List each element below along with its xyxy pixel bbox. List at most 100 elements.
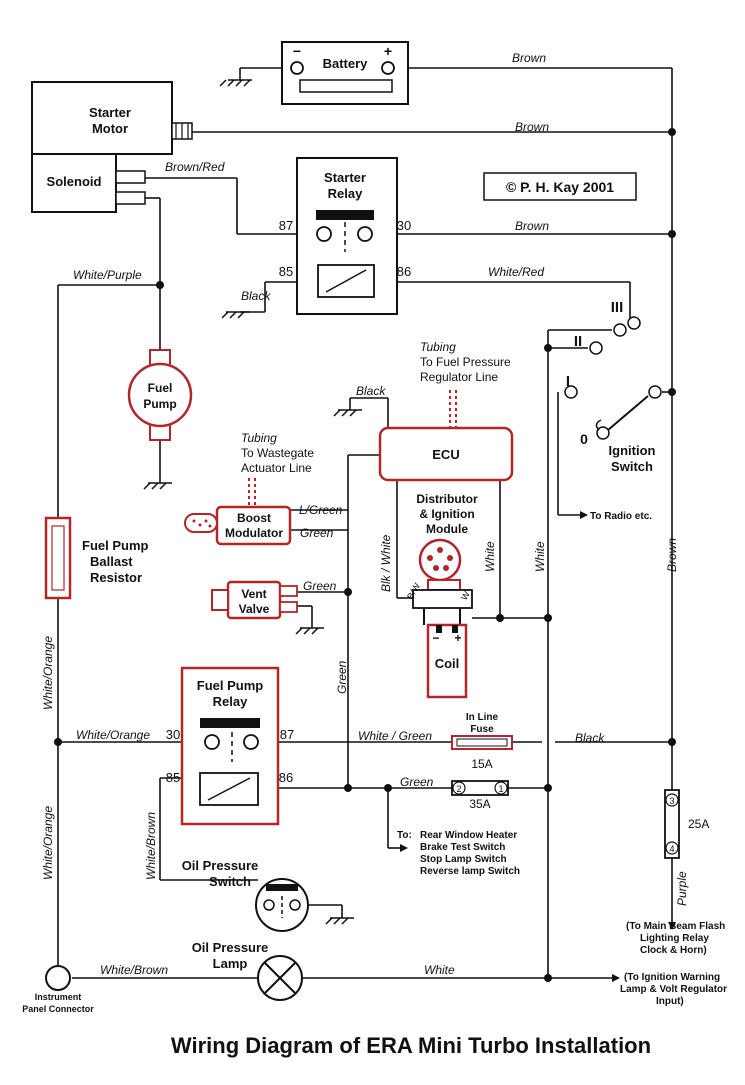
oil-pressure-lamp: Oil Pressure Lamp (192, 940, 303, 1001)
wire-brown-relay: Brown (515, 219, 549, 233)
tubing-fpr-3: Regulator Line (420, 370, 498, 384)
note-to-3: Stop Lamp Switch (420, 854, 507, 865)
wire-labels: Brown Brown Brown/Red Brown White/Red Bl… (41, 51, 689, 977)
wires (57, 67, 673, 979)
wire-black-ecu: Black (356, 384, 386, 398)
starter-motor-label-2: Motor (92, 121, 128, 136)
inline-fuse-label-1: In Line (466, 712, 499, 723)
ecu: ECU (378, 390, 514, 482)
note-main-beam-3: Clock & Horn) (640, 945, 707, 956)
wire-green-boost: Green (300, 526, 334, 540)
fuse25-pin-3: 3 (669, 796, 674, 806)
inline-fuse-label-2: Fuse (470, 724, 494, 735)
wire-white-red: White/Red (488, 265, 544, 279)
note-to-2: Brake Test Switch (420, 842, 505, 853)
solenoid-label: Solenoid (47, 174, 102, 189)
note-radio: To Radio etc. (590, 511, 652, 522)
starter-relay-label-2: Relay (328, 186, 363, 201)
notes: Tubing To Fuel Pressure Regulator Line T… (241, 340, 727, 1007)
distributor-label-2: & Ignition (419, 507, 474, 521)
fpr-label-2: Relay (213, 694, 248, 709)
ign-pos-II: II (574, 333, 582, 350)
starter-motor-label-1: Starter (89, 105, 131, 120)
fuel-pump-label-2: Pump (143, 397, 176, 411)
wire-blk-white: Blk / White (379, 534, 393, 592)
inline-fuse-rating: 15A (471, 757, 492, 771)
ignition-switch: III II I 0 Ignition Switch (564, 299, 662, 474)
ground-symbols (143, 79, 362, 925)
wire-white-dist: White (483, 541, 497, 572)
ign-label-2: Switch (611, 459, 653, 474)
battery-minus: − (293, 43, 301, 59)
fuse-25a: 3 4 25A (664, 789, 709, 859)
ecu-label: ECU (432, 447, 459, 462)
note-ign-warn-3: Input) (656, 996, 684, 1007)
note-to: To: (397, 830, 412, 841)
fuel-pump-relay: Fuel Pump Relay 30 87 85 86 (166, 666, 294, 826)
note-to-4: Reverse lamp Switch (420, 866, 520, 877)
ops-label-1: Oil Pressure (182, 858, 259, 873)
battery-label: Battery (323, 56, 369, 71)
wire-black-right: Black (575, 731, 605, 745)
ops-label-2: Switch (209, 874, 251, 889)
wire-white-brown-vertical: White/Brown (144, 812, 158, 880)
vent-label-1: Vent (241, 587, 266, 601)
fuse25-pin-4: 4 (669, 844, 674, 854)
fpr-pin-86: 86 (279, 770, 293, 785)
note-main-beam-2: Lighting Relay (640, 933, 709, 944)
ballast-label-1: Fuel Pump (82, 538, 149, 553)
tubing-wg-3: Actuator Line (241, 461, 312, 475)
note-ign-warn-2: Lamp & Volt Regulator (620, 984, 727, 995)
tubing-fpr-1: Tubing (420, 340, 456, 354)
wire-brown-starter: Brown (515, 120, 549, 134)
note-ign-warn-1: (To Ignition Warning (624, 972, 720, 983)
wire-green-vent: Green (303, 579, 337, 593)
tubing-fpr-2: To Fuel Pressure (420, 355, 511, 369)
diagram-title: Wiring Diagram of ERA Mini Turbo Install… (171, 1033, 651, 1058)
starter-relay: Starter Relay 87 30 85 86 (279, 157, 411, 315)
distributor: Distributor & Ignition Module B/W W (405, 492, 478, 625)
boost-label-2: Modulator (225, 526, 283, 540)
wire-white-orange-left: White/Orange (41, 636, 55, 710)
copyright: © P. H. Kay 2001 (483, 172, 637, 201)
starter-motor: Starter Motor Solenoid (31, 81, 193, 213)
pin-87: 87 (279, 218, 293, 233)
wire-brown-red: Brown/Red (165, 160, 225, 174)
ballast-label-3: Resistor (90, 570, 142, 585)
fpr-pin-30: 30 (166, 727, 180, 742)
distributor-label-3: Module (426, 522, 468, 536)
wire-white-bottom: White (424, 963, 455, 977)
coil-minus: − (432, 631, 439, 645)
junction-nodes (54, 128, 676, 982)
arrows (400, 511, 676, 982)
coil-plus: + (454, 631, 461, 645)
fpr-pin-87: 87 (280, 727, 294, 742)
ign-pos-I: I (566, 373, 570, 390)
battery: − + Battery (281, 41, 409, 105)
wire-white-vertical: White (533, 541, 547, 572)
fuse35-rating: 35A (469, 797, 490, 811)
fuse35-pin-1: 1 (498, 784, 503, 794)
distributor-label-1: Distributor (416, 492, 478, 506)
wire-brown-battery: Brown (512, 51, 546, 65)
tubing-wg-2: To Wastegate (241, 446, 314, 460)
fpr-pin-85: 85 (166, 770, 180, 785)
fuse25-rating: 25A (688, 817, 709, 831)
instrument-panel-connector: Instrument Panel Connector (22, 965, 94, 1014)
note-to-1: Rear Window Heater (420, 830, 517, 841)
wire-green-lower: Green (400, 775, 434, 789)
wire-green-vertical: Green (335, 660, 349, 694)
opl-label-2: Lamp (213, 956, 248, 971)
ign-pos-III: III (611, 299, 624, 316)
wire-brown-vertical: Brown (665, 538, 679, 572)
inline-fuse: In Line Fuse 15A (451, 712, 513, 771)
pin-30: 30 (397, 218, 411, 233)
vent-valve: Vent Valve (211, 580, 298, 620)
pin-85: 85 (279, 264, 293, 279)
fpr-label-1: Fuel Pump (197, 678, 264, 693)
fuse-35a: 2 1 35A (451, 780, 509, 811)
oil-pressure-switch: Oil Pressure Switch (182, 858, 309, 932)
ipc-label-2: Panel Connector (22, 1004, 94, 1014)
ign-label-1: Ignition (609, 443, 656, 458)
